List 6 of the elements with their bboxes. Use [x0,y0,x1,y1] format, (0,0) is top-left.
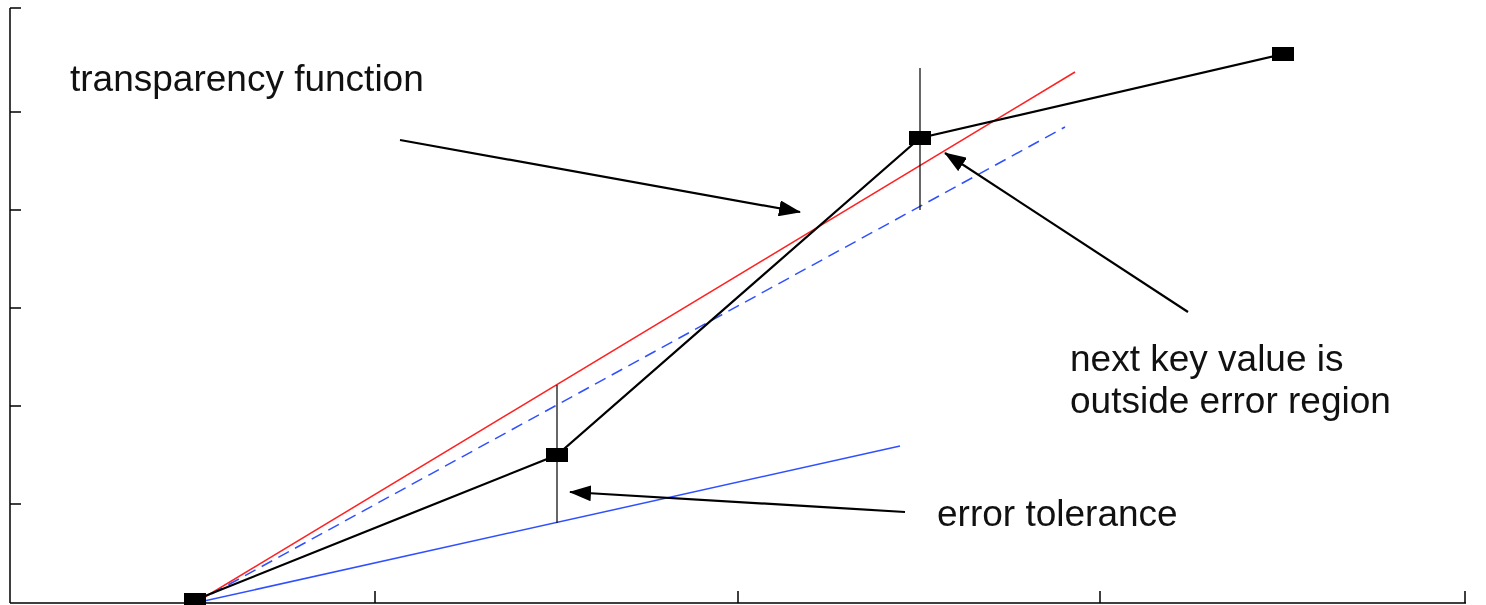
annotation-text: transparency function [70,58,425,100]
leader-line [399,138,801,217]
annotation-text: error tolerance [937,493,1179,535]
leader-line [569,485,906,514]
annotation-text: next key value is outside error region [1070,338,1392,422]
leader-line [944,152,1189,313]
